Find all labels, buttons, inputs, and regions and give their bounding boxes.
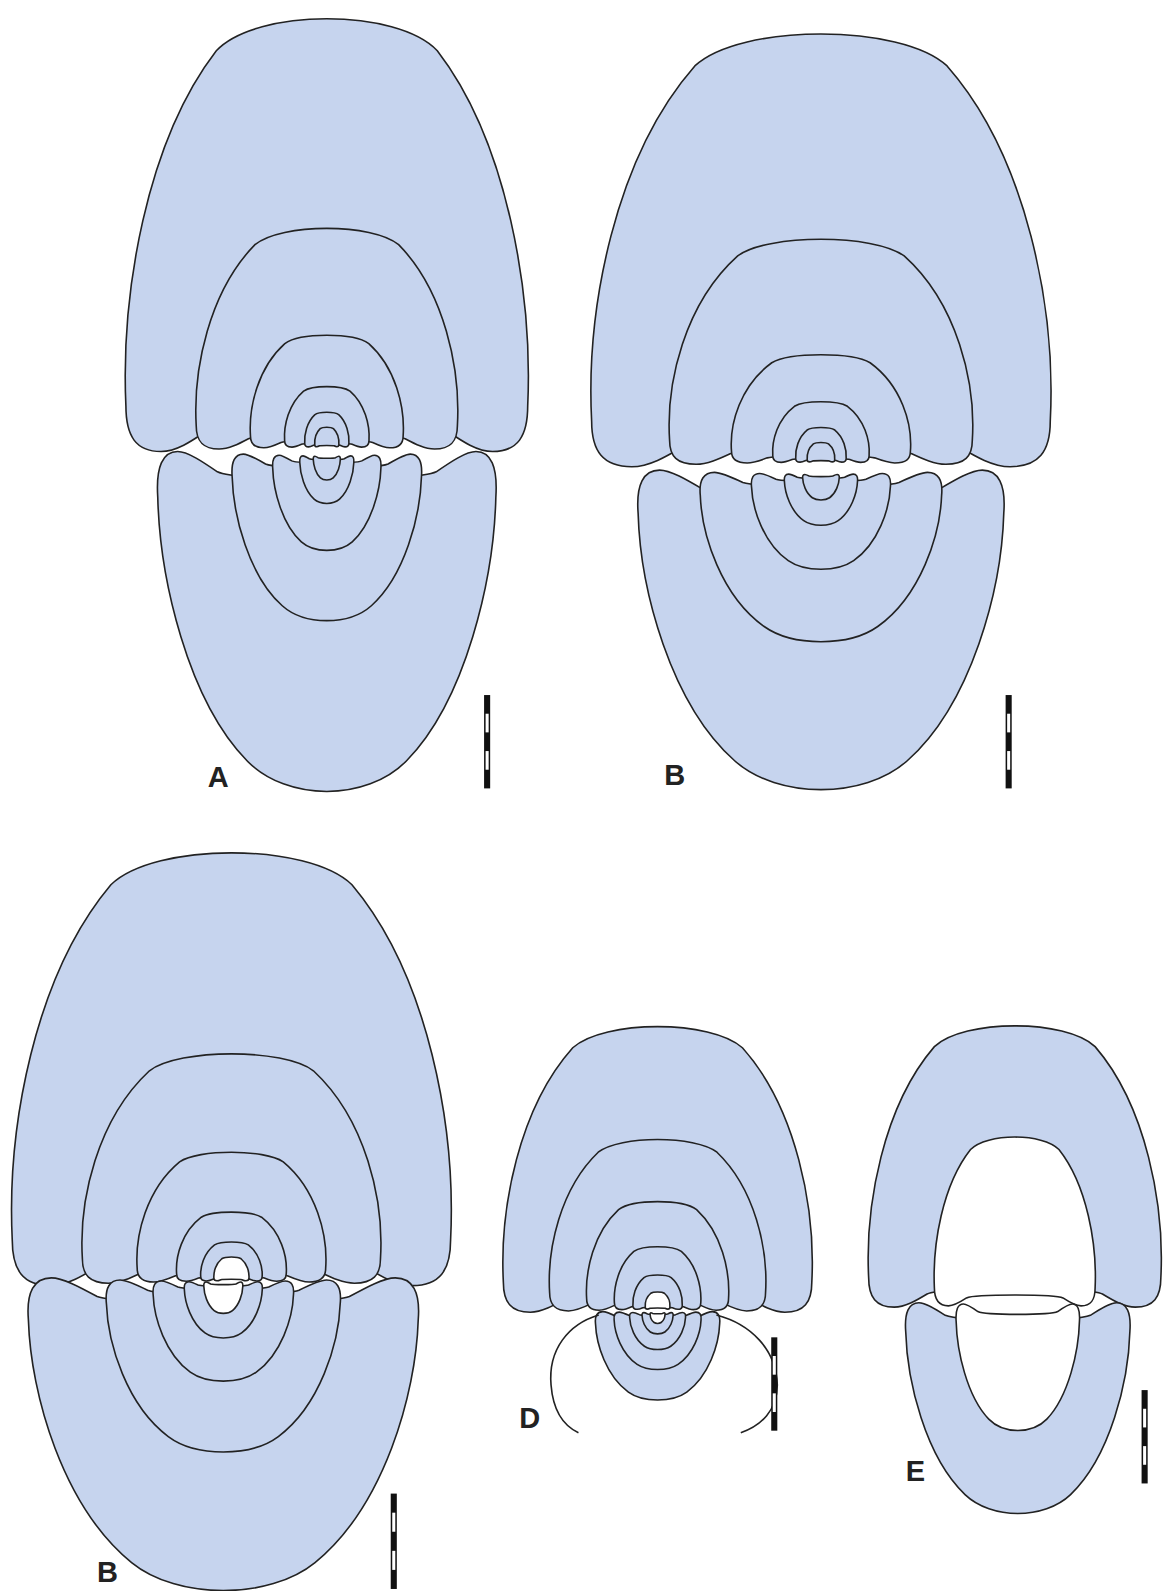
scale-bar — [1006, 695, 1012, 788]
panel-label: B — [664, 761, 685, 790]
scale-bar — [771, 1337, 777, 1430]
panel-label: B — [97, 1558, 118, 1587]
panel-label: E — [906, 1457, 925, 1486]
scale-bar — [484, 695, 490, 788]
scale-bar — [1142, 1390, 1148, 1483]
panel-label: D — [519, 1404, 540, 1433]
panel-label: A — [208, 763, 229, 792]
scale-bar — [391, 1494, 397, 1589]
